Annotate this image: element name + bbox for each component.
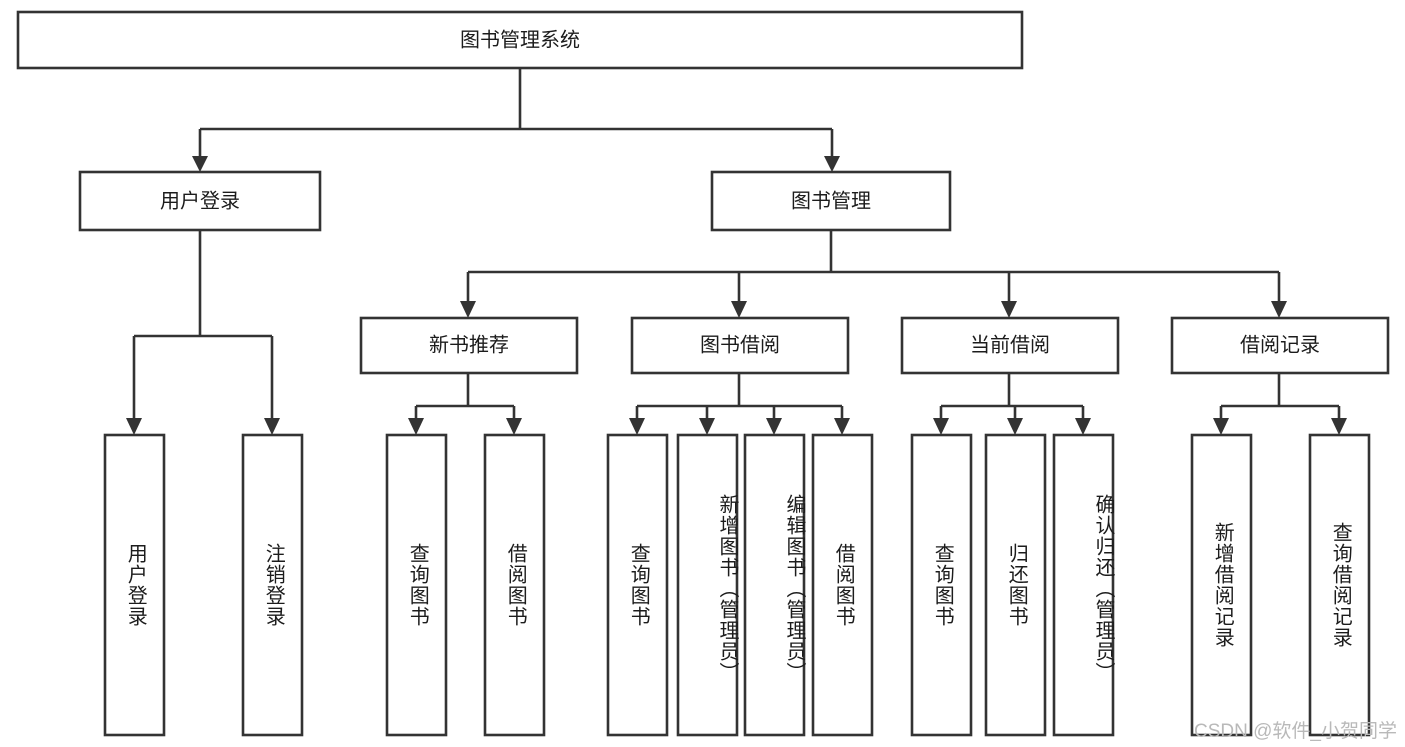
node-box-leaf-edit-book[interactable] [743, 433, 806, 737]
connector-current-borrow-to-leaves [933, 373, 1091, 435]
node-box-current-borrow[interactable] [900, 316, 1120, 375]
connector-book-borrow-to-leaves [629, 373, 850, 435]
node-label-book-borrow: 图书借阅 [700, 333, 780, 356]
connector-borrow-record-to-leaves [1213, 373, 1347, 435]
node-box-leaf-return-book[interactable] [984, 433, 1047, 737]
node-box-leaf-query-book-2[interactable] [606, 433, 669, 737]
connector-book-manage-to-level3 [460, 230, 1287, 318]
node-box-leaf-borrow-book-1[interactable] [483, 433, 546, 737]
node-box-leaf-borrow-book-2[interactable] [811, 433, 874, 737]
node-box-leaf-query-book-3[interactable] [910, 433, 973, 737]
node-label-borrow-record: 借阅记录 [1240, 333, 1320, 356]
node-box-user-login[interactable] [78, 170, 322, 232]
node-box-leaf-add-book[interactable] [676, 433, 739, 737]
node-box-root[interactable] [16, 10, 1024, 70]
watermark: CSDN @软件_小贺同学 [1194, 721, 1397, 742]
node-label-user-login: 用户登录 [160, 189, 240, 212]
node-box-leaf-confirm-return[interactable] [1052, 433, 1115, 737]
node-box-leaf-query-record[interactable] [1308, 433, 1371, 737]
node-label-current-borrow: 当前借阅 [970, 333, 1050, 356]
node-box-leaf-logout-login[interactable] [241, 433, 304, 737]
node-box-leaf-add-record[interactable] [1190, 433, 1253, 737]
node-box-new-book-rec[interactable] [359, 316, 579, 375]
node-label-new-book-rec: 新书推荐 [429, 333, 509, 356]
connector-user-login-to-leaves [126, 230, 280, 435]
node-box-leaf-user-login[interactable] [103, 433, 166, 737]
node-label-book-manage: 图书管理 [791, 189, 871, 212]
connector-root-to-level2 [192, 68, 840, 172]
connector-new-book-rec-to-leaves [408, 373, 522, 435]
node-label-root: 图书管理系统 [460, 28, 580, 51]
node-box-leaf-query-book-1[interactable] [385, 433, 448, 737]
